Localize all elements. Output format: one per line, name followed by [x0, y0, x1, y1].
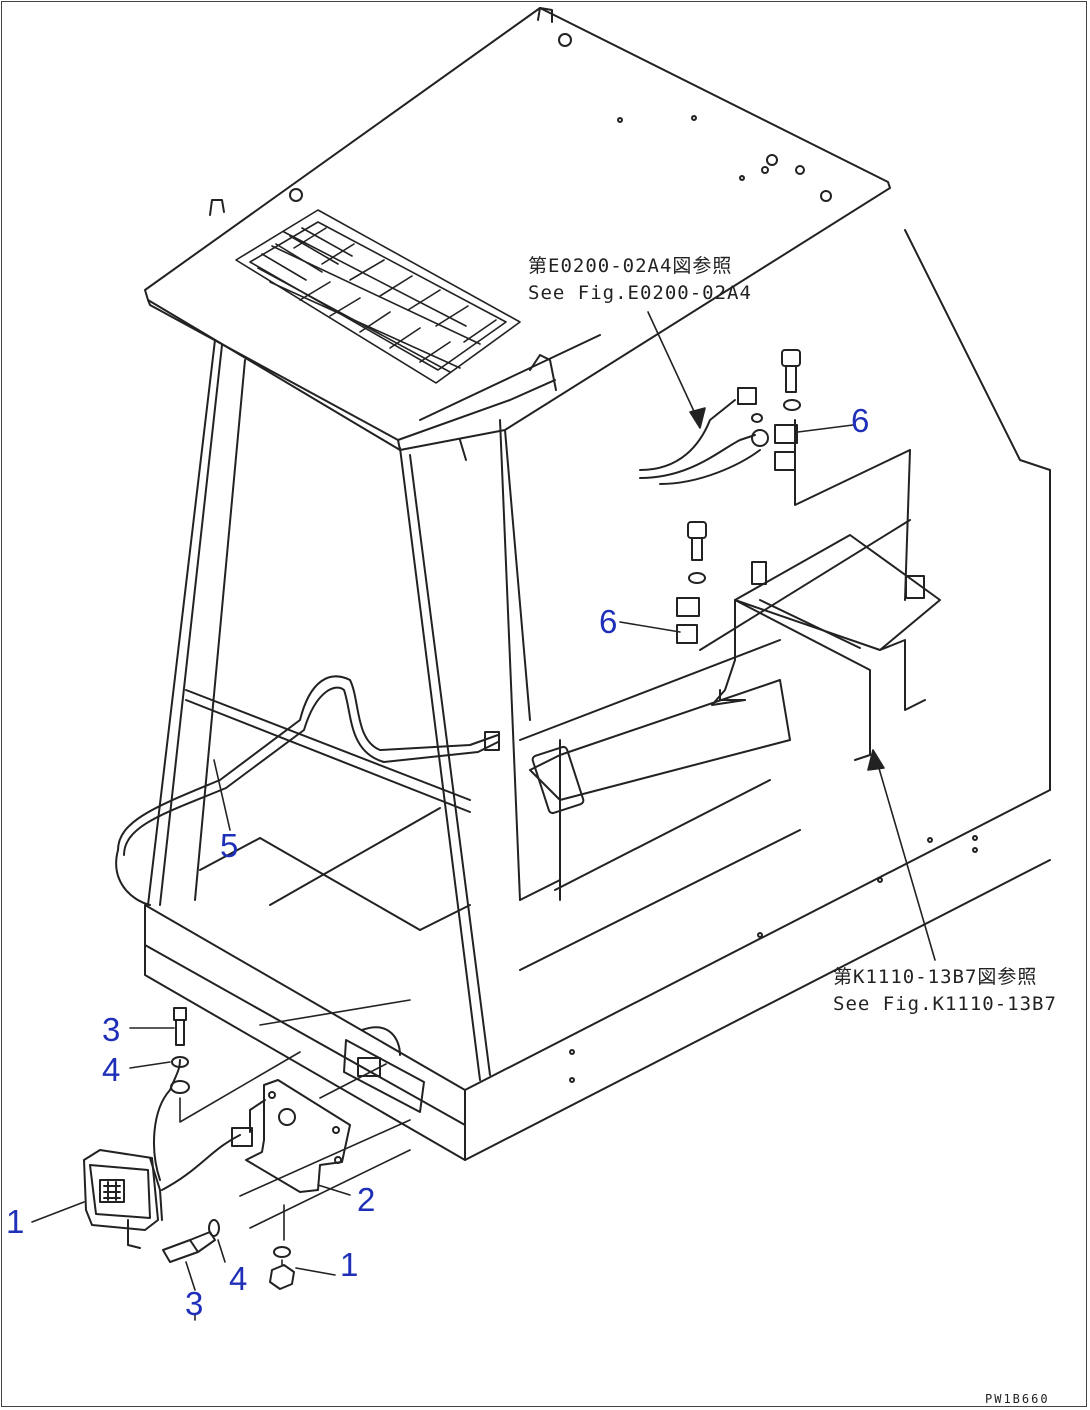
- cab-roof: [144, 7, 891, 451]
- connector-cluster: [639, 387, 769, 485]
- hardware-6: [676, 349, 801, 644]
- callout-3-upper-bolt: 3: [102, 1011, 121, 1048]
- callout-6-upper: 6: [851, 402, 870, 439]
- callout-1-nut: 1: [340, 1246, 359, 1283]
- callout-2-bracket: 2: [357, 1181, 376, 1218]
- leader-lines: [31, 424, 854, 1291]
- roof-window: [235, 209, 521, 384]
- harness-5: [115, 675, 500, 906]
- reference-top-jp: 第E0200-02A4図参照: [528, 255, 733, 277]
- construction-lines: [179, 999, 411, 1321]
- roof-edge-detail: [397, 334, 601, 461]
- callout-1-lamp: 1: [6, 1203, 25, 1240]
- reference-bottom-en: See Fig.K1110-13B7: [833, 993, 1057, 1015]
- bracket-assembly: [699, 419, 941, 761]
- callout-3-lower-bolt: 3: [185, 1285, 204, 1322]
- lamp-assembly: [83, 1007, 425, 1290]
- callout-4-lower-washer: 4: [229, 1260, 248, 1297]
- reference-arrows: [647, 311, 936, 961]
- reference-top-en: See Fig.E0200-02A4: [528, 282, 752, 304]
- callout-4-upper-washer: 4: [102, 1051, 121, 1088]
- reference-bottom-jp: 第K1110-13B7図参照: [833, 966, 1038, 988]
- callout-6-lower: 6: [599, 603, 618, 640]
- callout-5-harness: 5: [220, 827, 239, 864]
- cab-body: [144, 229, 1051, 1161]
- drawing-code: PW1B660: [985, 1392, 1050, 1406]
